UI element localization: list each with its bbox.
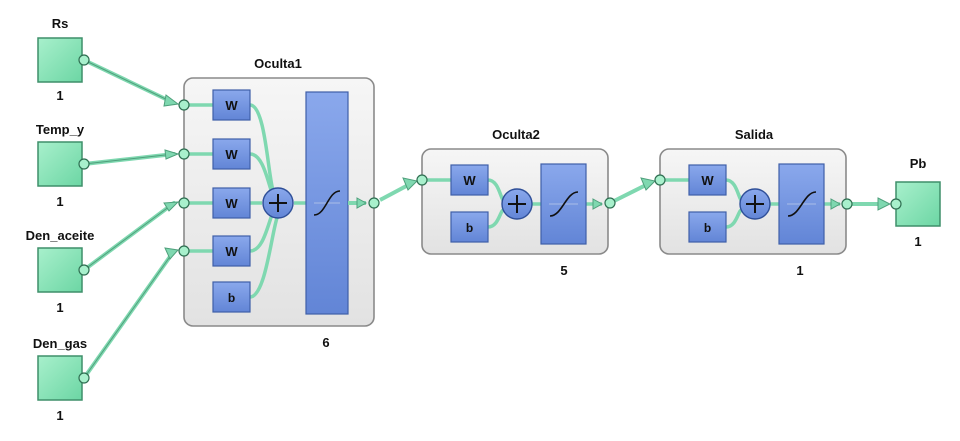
bias-block: b (688, 211, 727, 243)
sum-icon (262, 187, 294, 219)
connection-node-icon (178, 245, 190, 257)
input-den-gas: Den_gas 1 (33, 336, 87, 423)
layer-title: Salida (735, 127, 774, 142)
bias-label: b (228, 291, 235, 305)
connection-node-icon (178, 148, 190, 160)
bias-label: b (466, 221, 473, 235)
connection-node-icon (416, 174, 428, 186)
layer-size: 5 (560, 263, 567, 278)
arrowhead (877, 197, 892, 211)
bias-block: b (212, 281, 251, 313)
weight-label: W (225, 244, 238, 259)
input-wires (82, 58, 176, 380)
bias-label: b (704, 221, 711, 235)
layer-oculta2: Oculta2 5 W b (416, 127, 609, 278)
input-connection-nodes (78, 54, 90, 384)
output-pb: Pb 1 (890, 156, 941, 249)
input-rs: Rs 1 (37, 16, 83, 103)
sigmoid-transfer-icon (540, 163, 587, 245)
connection-node-icon (78, 372, 90, 384)
sum-icon (739, 188, 771, 220)
arrowhead (640, 177, 657, 191)
arrowhead (356, 197, 368, 209)
connection-node-icon (178, 197, 190, 209)
connection-node-icon (368, 197, 380, 209)
connection-node-icon (78, 158, 90, 170)
weight-label: W (225, 98, 238, 113)
bias-block: b (450, 211, 489, 243)
layer-title: Oculta1 (254, 56, 302, 71)
weight-block: W (212, 187, 251, 219)
input-wire-edges (83, 59, 175, 379)
layer-size: 6 (322, 335, 329, 350)
input-arrowheads (163, 94, 180, 260)
weight-block: W (212, 138, 251, 170)
arrowhead (402, 177, 419, 191)
connection-node-icon (78, 54, 90, 66)
input-label: Den_gas (33, 336, 87, 351)
connection-node-icon (654, 174, 666, 186)
output-size: 1 (914, 234, 921, 249)
connection-node-icon (78, 264, 90, 276)
input-size: 1 (56, 88, 63, 103)
weight-block: W (212, 89, 251, 121)
input-size: 1 (56, 194, 63, 209)
layer-title: Oculta2 (492, 127, 540, 142)
weight-block: W (688, 164, 727, 196)
output-label: Pb (910, 156, 927, 171)
connection-node-icon (604, 197, 616, 209)
weight-label: W (463, 173, 476, 188)
input-size: 1 (56, 300, 63, 315)
layer-salida: Salida 1 W b (654, 127, 847, 278)
input-size: 1 (56, 408, 63, 423)
connection-node-icon (890, 198, 902, 210)
weight-block: W (212, 235, 251, 267)
connection-node-icon (178, 99, 190, 111)
connection-node-icon (841, 198, 853, 210)
weight-label: W (225, 147, 238, 162)
sigmoid-transfer-icon (305, 91, 349, 315)
layer-size: 1 (796, 263, 803, 278)
layer-oculta1: Oculta1 6 W W (178, 56, 375, 350)
input-label: Rs (52, 16, 69, 31)
weight-label: W (701, 173, 714, 188)
weight-label: W (225, 196, 238, 211)
weight-block: W (450, 164, 489, 196)
input-label: Den_aceite (26, 228, 95, 243)
sigmoid-transfer-icon (778, 163, 825, 245)
input-label: Temp_y (36, 122, 85, 137)
input-temp-y: Temp_y 1 (36, 122, 85, 209)
sum-icon (501, 188, 533, 220)
